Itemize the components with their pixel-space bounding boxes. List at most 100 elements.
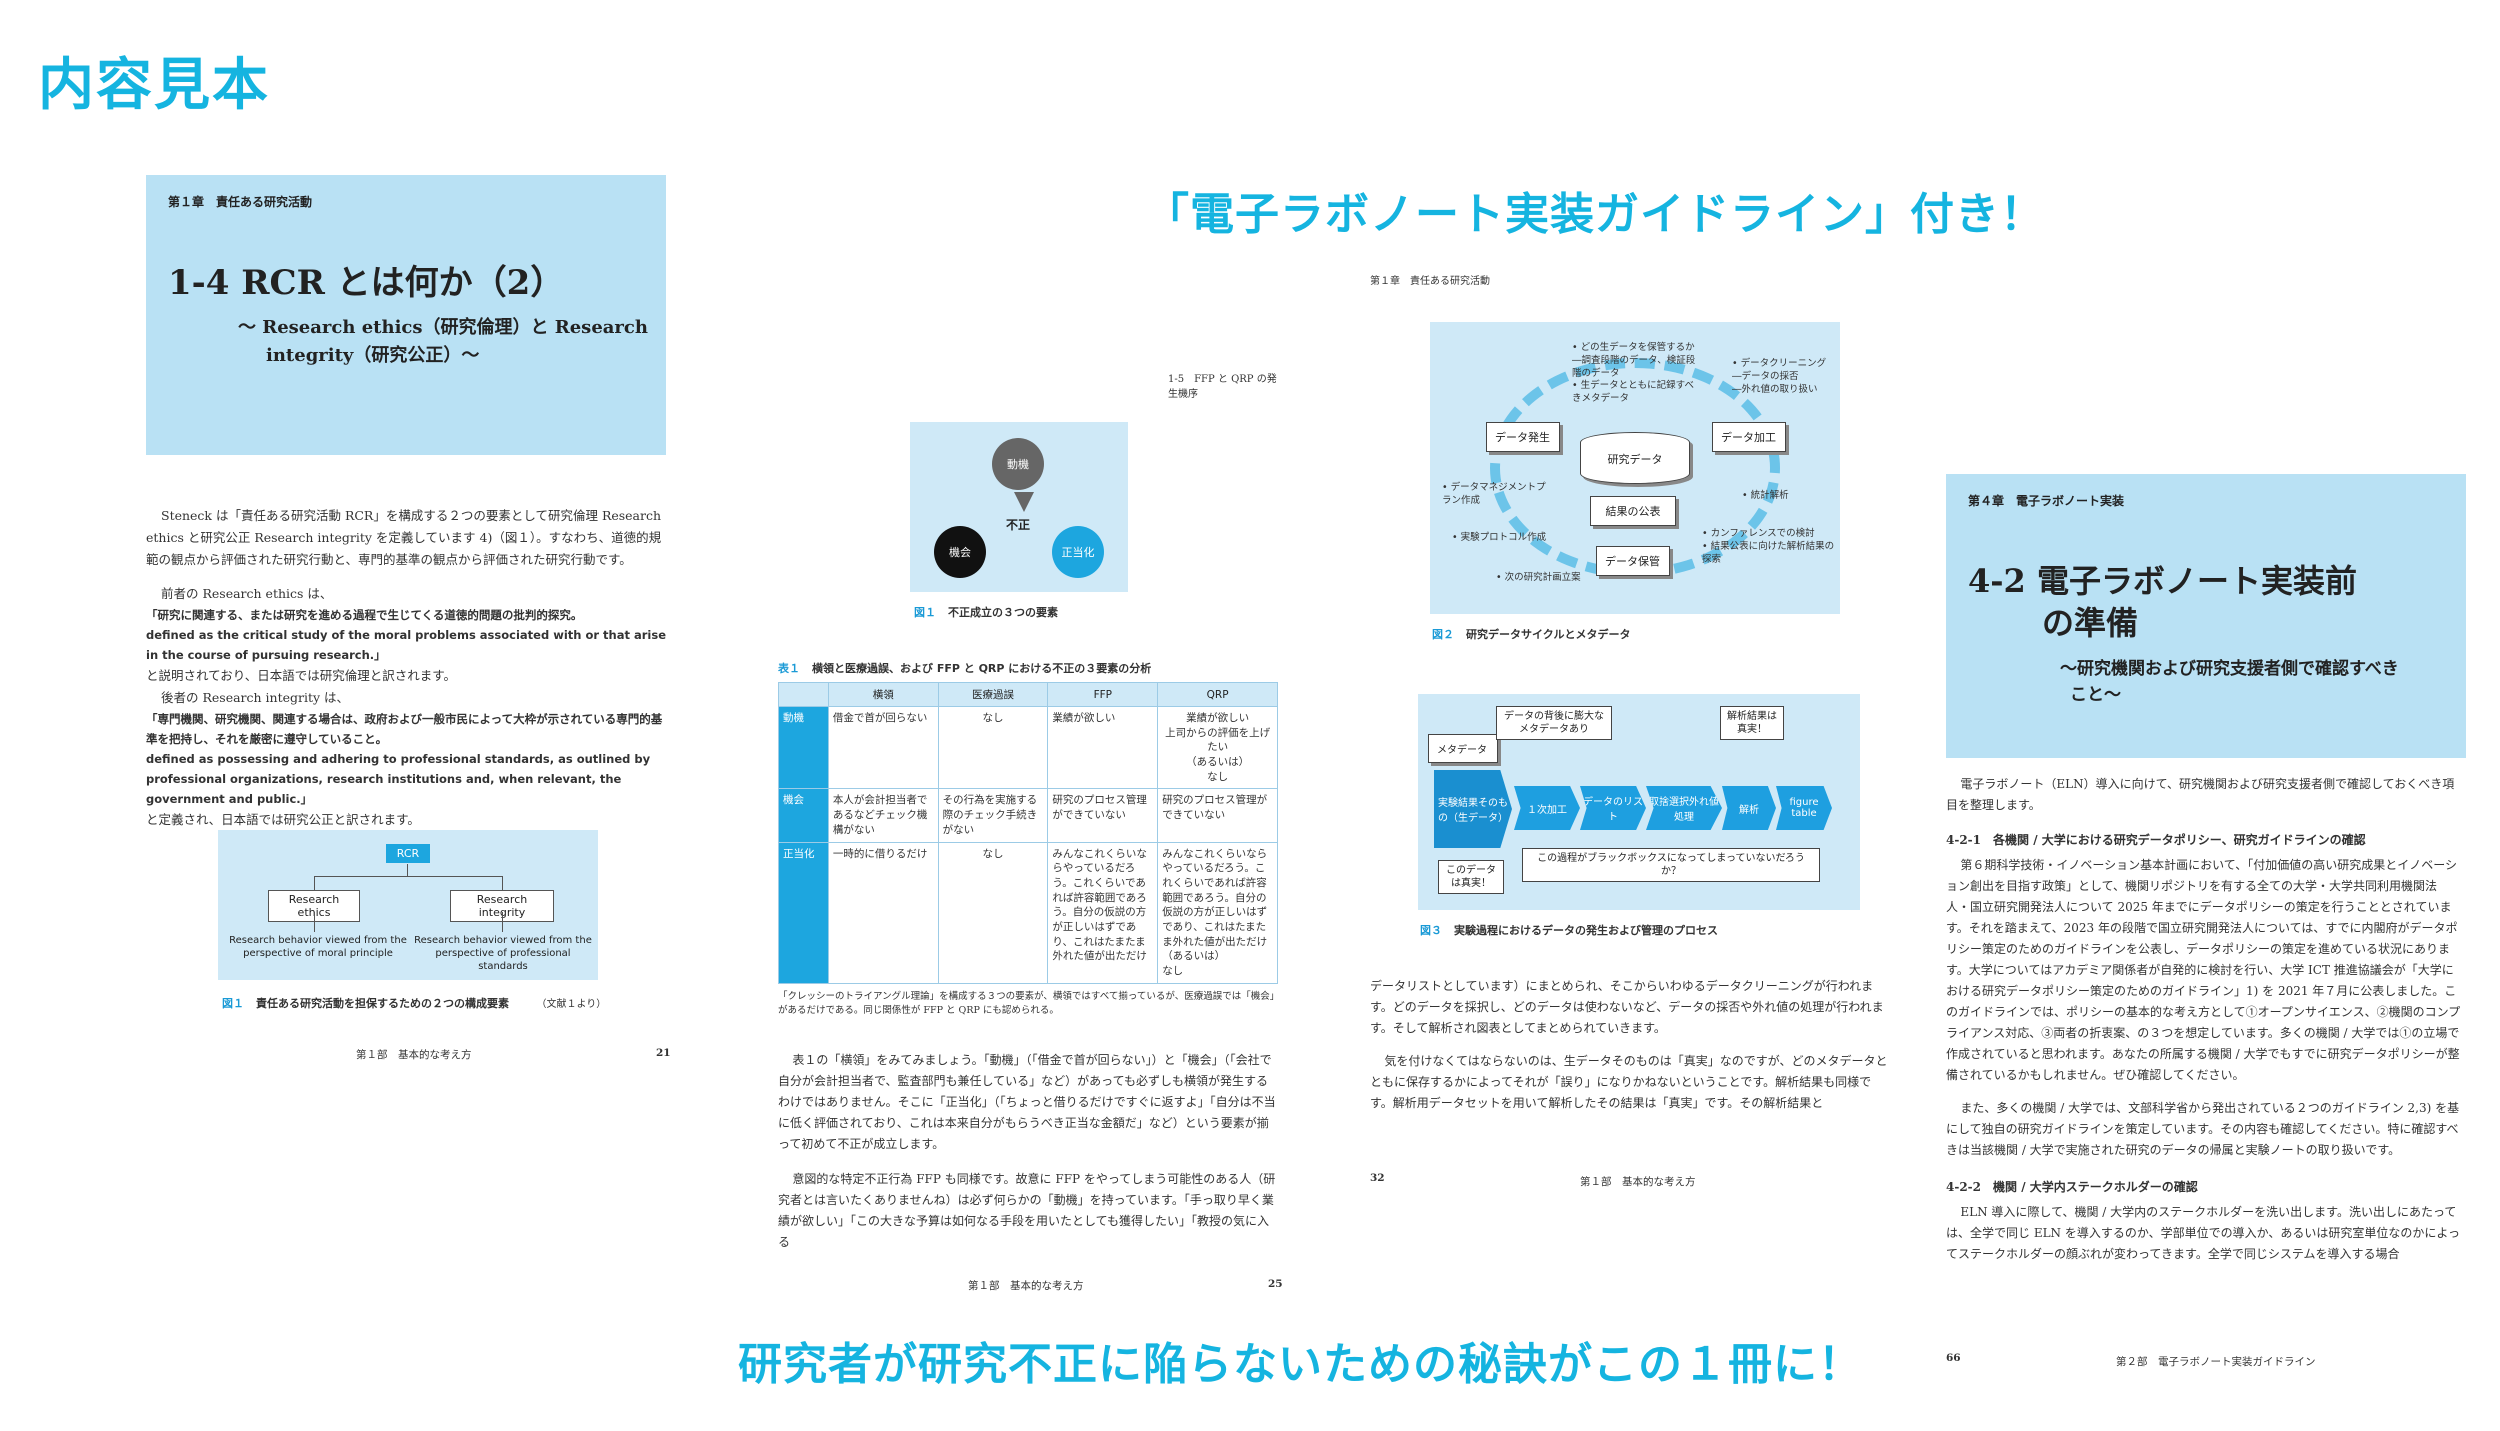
page25-para2: 意図的な特定不正行為 FFP も同様です。故意に FFP をやってしまう可能性の…	[778, 1172, 1276, 1249]
page66-subtitle-1: ～研究機関および研究支援者側で確認すべき	[2060, 659, 2399, 679]
flow-step-table: figure table	[1776, 786, 1832, 830]
table-cell: 本人が会計担当者であるなどチェック機構がない	[827, 788, 939, 843]
page21-chapter: 第１章 責任ある研究活動	[168, 195, 313, 209]
table-row: 機会 本人が会計担当者であるなどチェック機構がない その行為を実施する際のチェッ…	[778, 788, 1278, 843]
fig-node-rcr: RCR	[386, 844, 430, 863]
page25-analysis-table: 横領 医療過誤 FFP QRP 動機 借金で首が回らない なし 業績が欲しい 業…	[778, 682, 1278, 984]
page21-quote1: 「研究に関連する、または研究を進める過程で生じてくる道徳的問題の批判的探究。	[146, 607, 583, 622]
page21-para2: 前者の Research ethics は、	[161, 585, 333, 601]
page66-header: 第４章 電子ラボノート実装 4-2 電子ラボノート実装前 の準備 ～研究機関およ…	[1946, 474, 2466, 758]
page32-footer-part: 第１部 基本的な考え方	[1580, 1176, 1696, 1188]
tri-arrow-down-icon	[1014, 492, 1034, 512]
page25-table-caption-no: 表１	[778, 662, 800, 675]
page21-fig-caption-no: 図１	[222, 997, 244, 1010]
page25-table-note: 「クレッシーのトライアングル理論」を構成する３つの要素が、横領ではすべて揃ってい…	[778, 991, 1275, 1017]
page25-page-no: 25	[1268, 1278, 1283, 1290]
page-66: 第４章 電子ラボノート実装 4-2 電子ラボノート実装前 の準備 ～研究機関およ…	[1946, 474, 2466, 1374]
table-cell: 一時的に借りるだけ	[827, 841, 939, 984]
table-cell: みんなこれくらいならやっているだろう。これくらいであれば許容範囲であろう。自分の…	[1157, 841, 1278, 984]
table-row: 動機 借金で首が回らない なし 業績が欲しい 業績が欲しい 上司からの評価を上げ…	[778, 705, 1278, 790]
page25-para1: 表１の「横領」をみてみましょう。「動機」（「借金で首が回らない」）と「機会」（「…	[778, 1053, 1276, 1151]
cycle-bullets-right: • データクリーニング ―データの採否 ―外れ値の取り扱い	[1732, 358, 1827, 395]
page66-footer-part: 第２部 電子ラボノート実装ガイドライン	[2116, 1356, 2316, 1368]
table-header-cell: 医療過誤	[937, 682, 1049, 707]
page66-intro: 電子ラボノート（ELN）導入に向けて、研究機関および研究支援者側で確認しておくべ…	[1946, 777, 2455, 812]
cycle-bullets-left1: • データマネジメントプラン作成	[1442, 482, 1546, 506]
cycle-bullets-right3: • カンファレンスでの検討 • 結果公表に向けた解析結果の探索	[1702, 528, 1835, 565]
page21-footer-part: 第１部 基本的な考え方	[356, 1049, 472, 1061]
page-32: 第１章 責任ある研究活動 研究データ 結果の公表 データ発生 データ加工 データ…	[1370, 270, 1890, 1190]
page32-fig3-text: 実験過程におけるデータの発生および管理のプロセス	[1454, 924, 1718, 937]
page21-fig-source: （文献１より）	[536, 999, 607, 1010]
table-cell: 業績が欲しい 上司からの評価を上げたい （あるいは） なし	[1157, 705, 1278, 790]
page32-cycle-figure: 研究データ 結果の公表 データ発生 データ加工 データ保管 • どの生データを保…	[1430, 322, 1840, 614]
table-header-cell	[778, 682, 829, 707]
page21-subtitle-2: integrity（研究公正）～	[266, 345, 480, 366]
page21-quote2: 「専門機関、研究機関、関連する場合は、政府および一般市民によって大枠が示されてい…	[146, 711, 663, 746]
fig-integrity-desc: Research behavior viewed from the perspe…	[414, 935, 592, 972]
page21-quote1-en: defined as the critical study of the mor…	[146, 627, 666, 662]
tri-justification: 正当化	[1052, 526, 1104, 578]
page21-fig-caption-text: 責任ある研究活動を担保するための２つの構成要素	[256, 997, 509, 1010]
page32-fig2-text: 研究データサイクルとメタデータ	[1466, 628, 1631, 641]
page21-para4: 後者の Research integrity は、	[161, 689, 350, 705]
table-header-cell: QRP	[1157, 682, 1278, 707]
page66-chapter: 第４章 電子ラボノート実装	[1968, 494, 2125, 508]
flow-step-1: １次加工	[1514, 786, 1580, 830]
fig-ethics-desc: Research behavior viewed from the perspe…	[229, 935, 407, 959]
table-cell: 研究のプロセス管理ができていない	[1047, 788, 1159, 843]
tri-opportunity: 機会	[934, 526, 986, 578]
page66-sec1-body2: また、多くの機関 / 大学では、文部科学省から発出されている２つのガイドライン …	[1946, 1101, 2460, 1157]
page25-running-head: 1-5 FFP と QRP の発生機序	[1168, 374, 1277, 400]
cycle-bullets-left3: • 次の研究計画立案	[1496, 572, 1581, 583]
table-header-cell: FFP	[1047, 682, 1159, 707]
table-cell: 借金で首が回らない	[827, 705, 939, 790]
tri-motive: 動機	[992, 438, 1044, 490]
table-cell: 業績が欲しい	[1047, 705, 1159, 790]
page21-subtitle-1: ～ Research ethics（研究倫理）と Research	[238, 317, 648, 338]
page21-fig-caption: 図１ 責任ある研究活動を担保するための２つの構成要素 （文献１より）	[222, 995, 662, 1011]
flow-step-select: 取捨選択外れ値処理	[1646, 786, 1722, 830]
headline-bottom: 研究者が研究不正に陥らないための秘訣がこの１冊に！	[738, 1339, 1863, 1390]
page66-title-2: の準備	[2042, 604, 2139, 642]
flow-callout-metadata: データの背後に膨大なメタデータあり	[1496, 706, 1612, 740]
page66-page-no: 66	[1946, 1352, 1961, 1364]
page21-header: 第１章 責任ある研究活動 1-4 RCR とは何か（2） ～ Research …	[146, 175, 666, 455]
page25-fig-caption-no: 図１	[914, 606, 936, 619]
page25-table-caption: 表１ 横領と医療過誤、および FFP と QRP における不正の３要素の分析	[778, 660, 1151, 676]
cycle-research-data: 研究データ	[1580, 432, 1690, 484]
page21-figure: RCR Research ethics Research integrity R…	[218, 830, 598, 980]
page66-sec1-body: 第６期科学技術・イノベーション基本計画において、「付加価値の高い研究成果とイノベ…	[1946, 858, 2461, 1082]
flow-metadata: メタデータ	[1428, 734, 1498, 763]
table-row: 正当化 一時的に借りるだけ なし みんなこれくらいならやっているだろう。これくら…	[778, 841, 1278, 984]
page21-para5: と定義され、日本語では研究公正と訳されます。	[146, 812, 420, 828]
page32-chapter: 第１章 責任ある研究活動	[1370, 276, 1490, 287]
tri-fraud: 不正	[1006, 518, 1031, 532]
table-header-row: 横領 医療過誤 FFP QRP	[778, 682, 1278, 707]
page25-triangle-figure: 動機 機会 正当化 不正	[910, 422, 1128, 592]
page21-section-title: 1-4 RCR とは何か（2）	[168, 263, 565, 303]
cycle-data-generation: データ発生	[1486, 422, 1560, 452]
page25-table-caption-text: 横領と医療過誤、および FFP と QRP における不正の３要素の分析	[812, 662, 1152, 675]
table-header-cell: 横領	[827, 682, 939, 707]
page32-fig3-caption: 図３ 実験過程におけるデータの発生および管理のプロセス	[1420, 922, 1718, 938]
page66-title-1: 4-2 電子ラボノート実装前	[1968, 562, 2357, 600]
flow-callout-truth: このデータは真実！	[1438, 860, 1504, 894]
page32-fig3-no: 図３	[1420, 924, 1442, 937]
table-cell: その行為を実施する際のチェック手続きがない	[937, 788, 1049, 843]
page32-page-no: 32	[1370, 1172, 1385, 1184]
page21-page-no: 21	[656, 1047, 671, 1059]
page66-subtitle-2: こと～	[2070, 685, 2121, 705]
cycle-bullets-right2: • 統計解析	[1742, 490, 1789, 501]
page66-sec1-title: 4-2-1 各機関 / 大学における研究データポリシー、研究ガイドラインの確認	[1946, 833, 2366, 847]
table-row-head: 正当化	[778, 841, 829, 984]
cycle-publish: 結果の公表	[1590, 496, 1676, 526]
page66-sec2-body: ELN 導入に際して、機関 / 大学内のステークホルダーを洗い出します。洗い出し…	[1946, 1205, 2461, 1261]
headline-top: 「電子ラボノート実装ガイドライン」付き！	[1145, 189, 2045, 240]
page25-footer-part: 第１部 基本的な考え方	[968, 1280, 1084, 1292]
flow-raw-data: 実験結果そのもの（生データ）	[1434, 770, 1512, 848]
flow-callout-blackbox: この過程がブラックボックスになってしまっていないだろうか？	[1522, 848, 1820, 882]
table-cell: なし	[937, 841, 1049, 984]
cycle-bullets-top: • どの生データを保管するか ―調査段階のデータ、検証段階のデータ • 生データ…	[1572, 342, 1696, 405]
